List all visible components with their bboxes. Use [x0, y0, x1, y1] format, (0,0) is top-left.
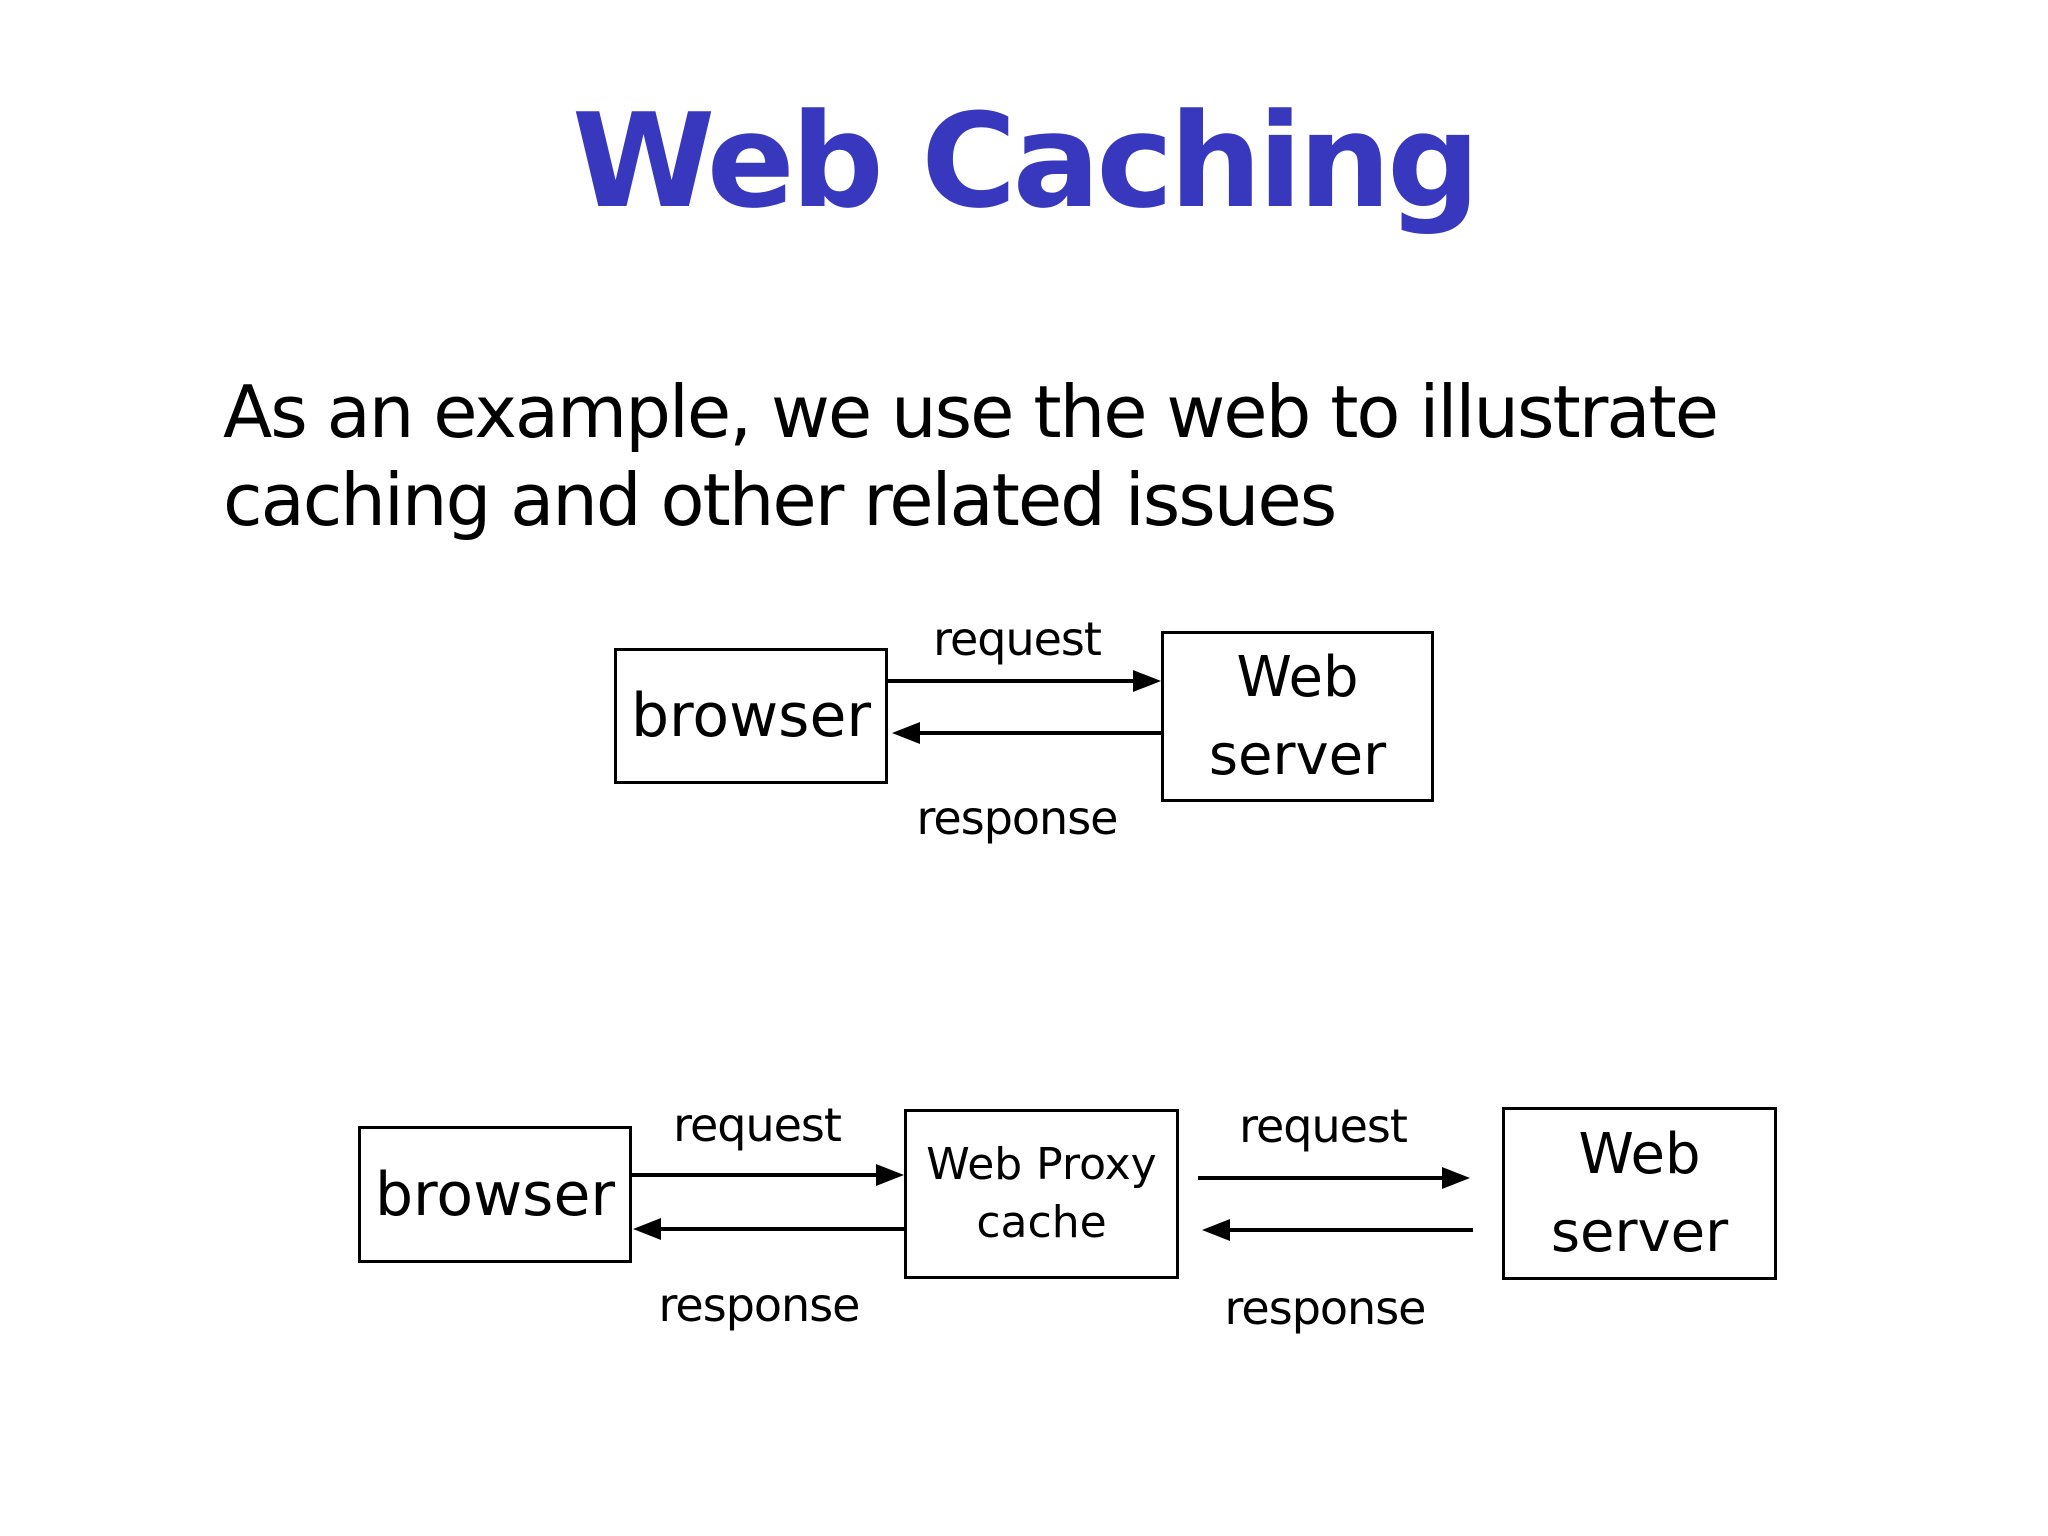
intro-line-1: As an example, we use the web to illustr…	[223, 370, 1719, 454]
web-proxy-cache-box-label-line1: Web Proxy	[926, 1139, 1157, 1190]
browser-box-label: browser	[374, 1159, 616, 1230]
browser-box-label: browser	[630, 681, 872, 751]
response-arrowhead-icon	[892, 722, 920, 744]
web-proxy-cache-box: Web Proxy cache	[904, 1109, 1179, 1279]
response-arrow-line	[1228, 1228, 1473, 1232]
request-arrowhead-icon	[876, 1164, 904, 1186]
request-label: request	[673, 1098, 842, 1152]
response-arrowhead-icon	[633, 1218, 661, 1240]
browser-box: browser	[614, 648, 888, 784]
page-title: Web Caching	[571, 85, 1480, 237]
response-label: response	[916, 791, 1119, 845]
request-label: request	[933, 612, 1102, 666]
web-server-box: Web server	[1161, 631, 1434, 802]
request-arrow-line	[1198, 1176, 1444, 1180]
web-server-box-label-line1: Web	[1236, 644, 1359, 710]
request-label: request	[1239, 1099, 1408, 1153]
request-arrow-line	[632, 1173, 878, 1177]
request-arrowhead-icon	[1133, 670, 1161, 692]
response-arrowhead-icon	[1202, 1219, 1230, 1241]
response-arrow-line	[918, 731, 1161, 735]
response-label: response	[1224, 1281, 1427, 1335]
intro-line-2: caching and other related issues	[223, 458, 1337, 542]
request-arrow-line	[888, 679, 1135, 683]
web-proxy-cache-box-label-line2: cache	[976, 1197, 1107, 1248]
request-arrowhead-icon	[1442, 1167, 1470, 1189]
web-server-box: Web server	[1502, 1107, 1777, 1280]
intro-text: As an example, we use the web to illustr…	[223, 368, 1719, 544]
web-server-box-label-line1: Web	[1578, 1121, 1701, 1187]
response-arrow-line	[659, 1227, 904, 1231]
web-server-box-label-line2: server	[1550, 1199, 1729, 1265]
response-label: response	[658, 1278, 861, 1332]
web-server-box-label-line2: server	[1208, 722, 1387, 788]
browser-box: browser	[358, 1126, 632, 1263]
